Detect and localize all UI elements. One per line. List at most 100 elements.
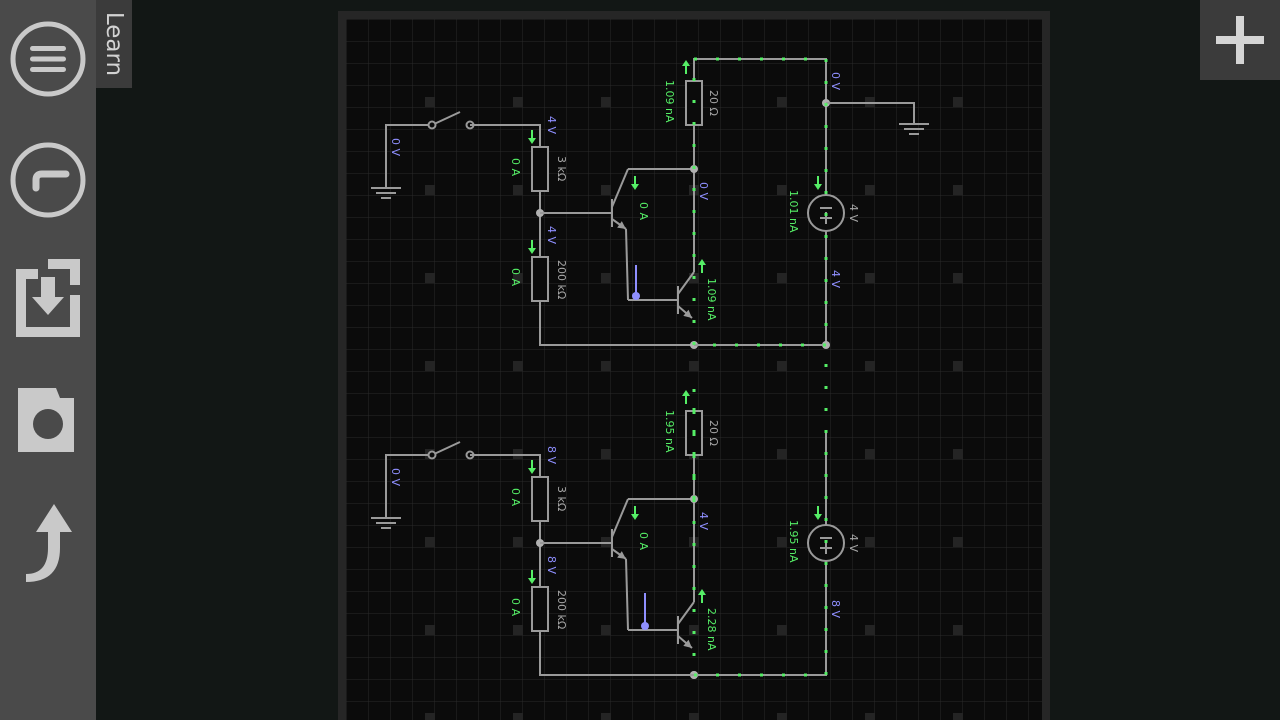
grid-anchor-dot — [777, 449, 787, 459]
transistor-emitter-arrow — [617, 551, 626, 559]
wire — [385, 124, 432, 188]
npn-transistor — [611, 498, 629, 560]
circuit-diagram[interactable]: 4 V 3 kΩ 0 A 4 V 200 kΩ 0 A 0 V 0 A 0 V 1.09 nA 20… — [346, 19, 1042, 720]
grid-anchor-dot — [425, 713, 435, 720]
grid-anchor-dot — [425, 273, 435, 283]
gauge-button[interactable] — [6, 135, 90, 225]
voltage-label: 4 V — [697, 512, 710, 530]
add-component-button[interactable] — [1200, 0, 1280, 80]
switch-contact — [427, 120, 437, 130]
redo-button[interactable] — [6, 496, 90, 586]
grid-anchor-dot — [513, 273, 523, 283]
learn-tab[interactable]: Learn — [96, 0, 132, 88]
import-icon — [16, 259, 80, 337]
grid-anchor-dot — [513, 97, 523, 107]
current-arrow — [698, 589, 706, 603]
voltage-probe-tip — [632, 292, 640, 300]
current-label: 0 A — [509, 268, 522, 286]
current-label: 0 A — [637, 532, 650, 550]
grid-anchor-dot — [601, 625, 611, 635]
resistor — [531, 256, 549, 302]
switch-lever — [431, 441, 461, 456]
menu-button[interactable] — [6, 14, 90, 104]
grid-anchor-dot — [777, 185, 787, 195]
camera-button[interactable] — [6, 375, 90, 465]
current-arrow-head — [698, 259, 706, 265]
camera-icon — [18, 388, 74, 452]
wire — [385, 454, 432, 518]
grid-anchor-dot — [953, 625, 963, 635]
grid-anchor-dot — [689, 713, 699, 720]
ground-symbol — [899, 123, 929, 135]
circuit-canvas[interactable]: 4 V 3 kΩ 0 A 4 V 200 kΩ 0 A 0 V 0 A 0 V 1.09 nA 20… — [346, 19, 1042, 720]
grid-anchor-dot — [865, 625, 875, 635]
grid-anchor-dot — [953, 97, 963, 107]
voltage-label: 8 V — [829, 600, 842, 618]
transistor-emitter-arrow — [617, 221, 626, 229]
current-arrow-head — [528, 138, 536, 144]
resistor-value-label: 200 kΩ — [555, 260, 568, 299]
current-arrow-head — [814, 184, 822, 190]
grid-anchor-dot — [513, 625, 523, 635]
grid-anchor-dot — [865, 361, 875, 371]
grid-anchor-dot — [777, 361, 787, 371]
grid-anchor-dot — [425, 185, 435, 195]
resistor-value-label: 200 kΩ — [555, 590, 568, 629]
resistor — [531, 476, 549, 522]
wire — [625, 558, 629, 631]
current-arrow-head — [814, 514, 822, 520]
import-button[interactable] — [6, 253, 90, 343]
current-label: 1.09 nA — [705, 278, 718, 321]
current-arrow — [682, 60, 690, 74]
current-arrow-head — [528, 248, 536, 254]
grid-anchor-dot — [425, 361, 435, 371]
grid-anchor-dot — [425, 97, 435, 107]
current-label: 0 A — [509, 598, 522, 616]
voltage-label: 8 V — [545, 446, 558, 464]
current-arrow-head — [682, 60, 690, 66]
current-arrow-head — [698, 589, 706, 595]
current-label: 0 A — [509, 488, 522, 506]
gauge-icon — [10, 142, 86, 218]
voltage-label: 4 V — [545, 226, 558, 244]
grid-anchor-dot — [601, 713, 611, 720]
grid-anchor-dot — [953, 537, 963, 547]
voltage-label: 4 V — [829, 270, 842, 288]
transistor-emitter-arrow — [683, 309, 692, 318]
voltage-label: 0 V — [389, 138, 402, 156]
learn-tab-label: Learn — [101, 11, 127, 77]
current-arrow — [631, 506, 639, 520]
grid-anchor-dot — [953, 273, 963, 283]
ground-symbol — [371, 187, 401, 199]
grid-anchor-dot — [601, 449, 611, 459]
grid-anchor-dot — [953, 185, 963, 195]
menu-icon — [10, 21, 86, 97]
current-flow-dots — [692, 345, 828, 677]
current-arrow — [814, 176, 822, 190]
resistor — [531, 586, 549, 632]
grid-anchor-dot — [601, 361, 611, 371]
grid-anchor-dot — [953, 361, 963, 371]
npn-transistor — [677, 601, 695, 649]
current-label: 0 A — [637, 202, 650, 220]
grid-anchor-dot — [425, 537, 435, 547]
current-arrow — [528, 130, 536, 144]
current-arrow-head — [528, 468, 536, 474]
resistor-value-label: 20 Ω — [707, 90, 720, 116]
grid-anchor-dot — [865, 537, 875, 547]
resistor-value-label: 3 kΩ — [555, 486, 568, 511]
grid-anchor-dot — [601, 185, 611, 195]
wire — [625, 228, 629, 301]
transistor-emitter-arrow — [683, 639, 692, 648]
grid-anchor-dot — [513, 361, 523, 371]
grid-anchor-dot — [865, 273, 875, 283]
wire — [470, 454, 541, 477]
npn-transistor — [611, 168, 629, 230]
voltage-label: 0 V — [389, 468, 402, 486]
grid-anchor-dot — [601, 273, 611, 283]
current-arrow-head — [682, 390, 690, 396]
current-arrow — [698, 259, 706, 273]
grid-anchor-dot — [425, 625, 435, 635]
current-label: 1.09 nA — [663, 80, 676, 123]
grid-anchor-dot — [865, 449, 875, 459]
